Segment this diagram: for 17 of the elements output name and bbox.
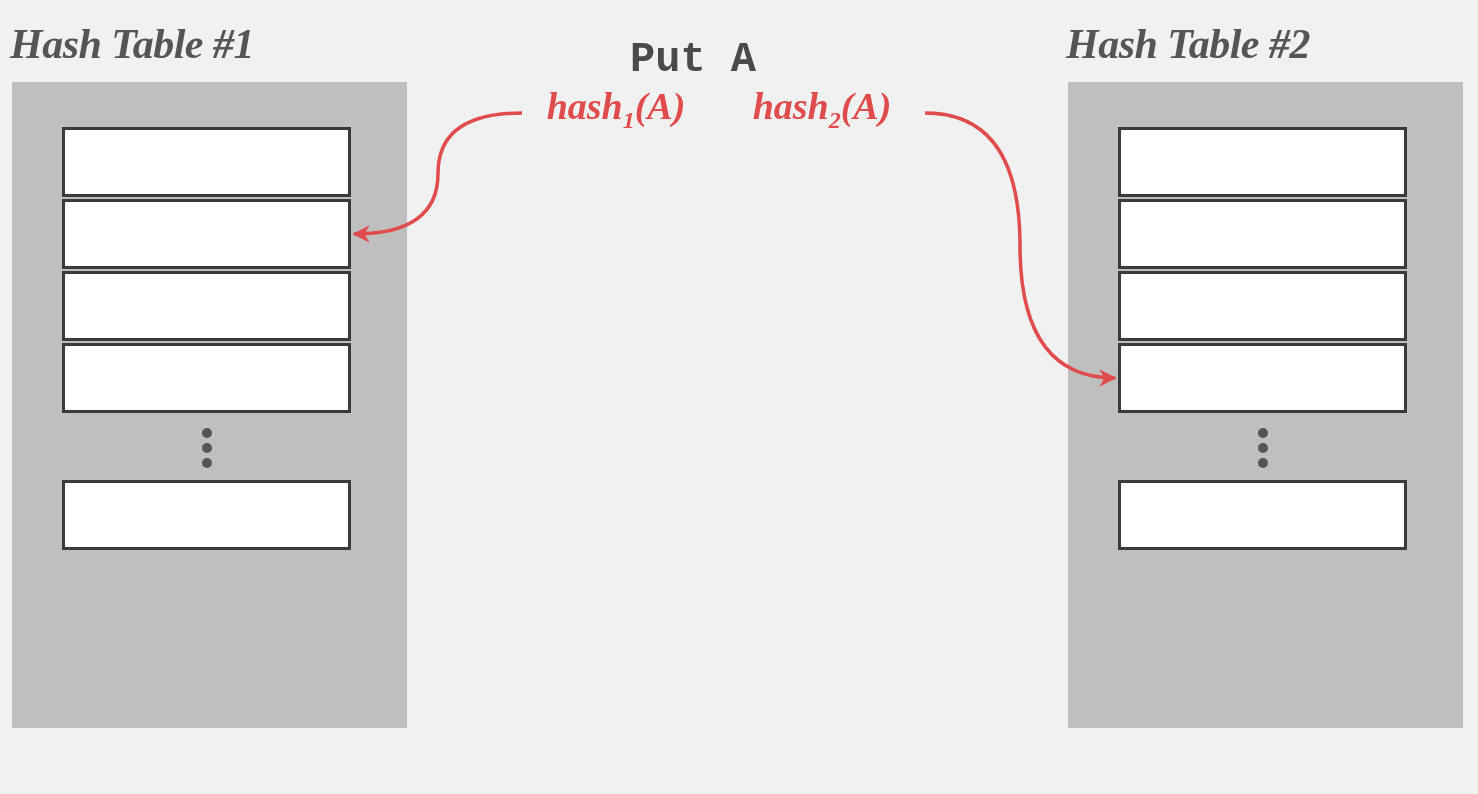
slot-box	[62, 127, 351, 197]
slot-box	[1118, 271, 1407, 341]
slot-box	[62, 271, 351, 341]
table-heading: Hash Table #1	[10, 20, 254, 68]
slot-box	[1118, 480, 1407, 550]
operation-label: Put A	[630, 36, 757, 84]
hash-function-label: hash$_{1}$(A)	[530, 84, 702, 134]
slot-box	[62, 480, 351, 550]
arrow	[924, 111, 1117, 386]
slot-box	[62, 343, 351, 413]
slot-box	[1118, 199, 1407, 269]
arrow	[352, 111, 523, 243]
hash-function-label: hash$_{2}$(A)	[733, 84, 911, 134]
slot-box	[62, 199, 351, 269]
slot-box	[1118, 127, 1407, 197]
slot-box	[1118, 343, 1407, 413]
table-heading: Hash Table #2	[1066, 20, 1310, 68]
